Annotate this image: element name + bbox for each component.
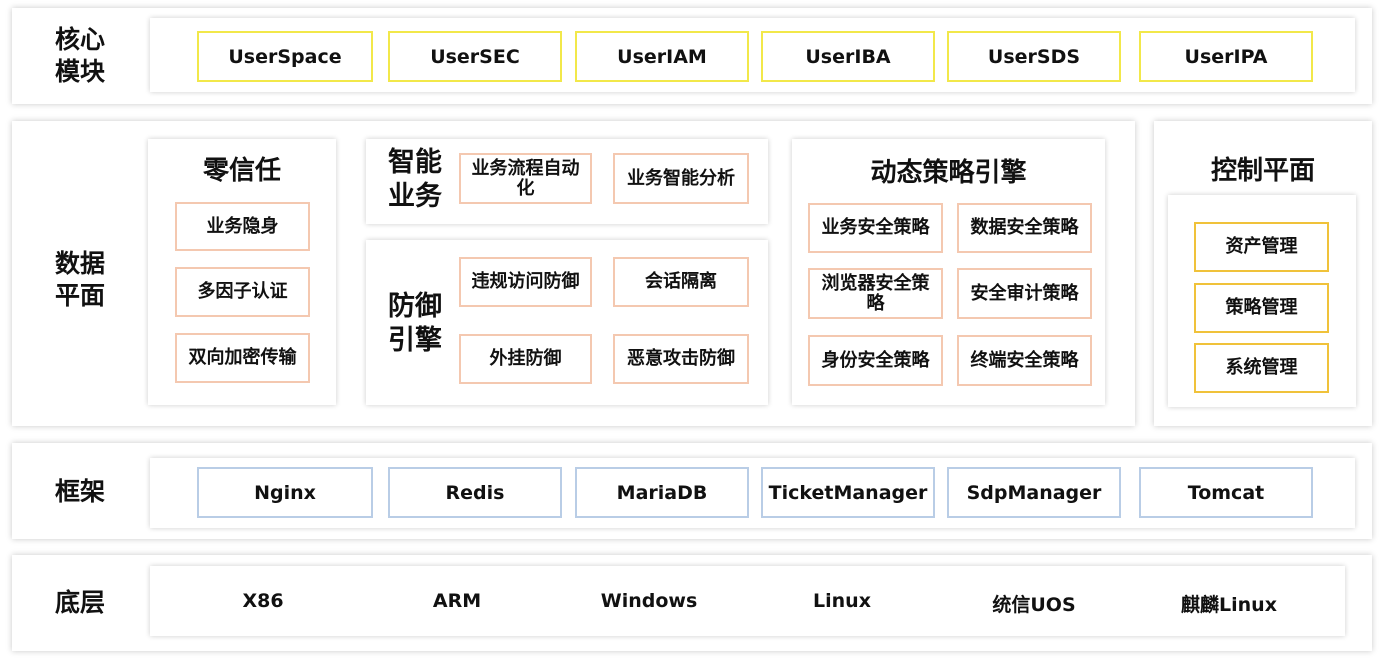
framework-sdpmanager: SdpManager: [947, 467, 1121, 518]
policy-item: 数据安全策略: [957, 203, 1092, 253]
defense-engine-item: 恶意攻击防御: [613, 334, 749, 384]
policy-item: 浏览器安全策 略: [808, 268, 943, 319]
policy-item: 安全审计策略: [957, 268, 1092, 319]
smart-business-item: 业务流程自动 化: [459, 153, 592, 204]
defense-engine-title: 防御 引擎: [388, 291, 442, 356]
platform-windows: Windows: [600, 590, 698, 612]
framework-ticketmanager: TicketManager: [761, 467, 935, 518]
zero-trust-item: 双向加密传输: [175, 333, 310, 383]
control-item-policy: 策略管理: [1194, 283, 1329, 333]
module-usersec: UserSEC: [388, 31, 562, 82]
policy-engine-title: 动态策略引擎: [870, 158, 1027, 188]
control-plane-title: 控制平面: [1210, 156, 1315, 186]
data-plane-label: 数据 平面: [54, 249, 105, 310]
module-usersds: UserSDS: [947, 31, 1121, 82]
platform-x86: X86: [242, 590, 284, 612]
zero-trust-title: 零信任: [202, 156, 281, 186]
platform-uos: 统信UOS: [992, 594, 1076, 616]
base-label: 底层: [54, 588, 105, 617]
control-item-asset: 资产管理: [1194, 222, 1329, 272]
policy-item: 终端安全策略: [957, 335, 1092, 386]
platform-kylin-linux: 麒麟Linux: [1181, 594, 1277, 616]
defense-engine-item: 会话隔离: [613, 257, 749, 307]
framework-tomcat: Tomcat: [1139, 467, 1313, 518]
defense-engine-item: 违规访问防御: [459, 257, 592, 307]
framework-redis: Redis: [388, 467, 562, 518]
platform-linux: Linux: [813, 590, 871, 612]
policy-item: 身份安全策略: [808, 335, 943, 386]
base-container: [150, 566, 1345, 636]
core-modules-label: 核心 模块: [54, 25, 105, 86]
smart-business-item: 业务智能分析: [613, 153, 749, 204]
defense-engine-item: 外挂防御: [459, 334, 592, 384]
platform-arm: ARM: [432, 590, 482, 612]
framework-nginx: Nginx: [197, 467, 373, 518]
module-useriam: UserIAM: [575, 31, 749, 82]
module-useriba: UserIBA: [761, 31, 935, 82]
control-item-system: 系统管理: [1194, 343, 1329, 393]
module-useripa: UserIPA: [1139, 31, 1313, 82]
framework-mariadb: MariaDB: [575, 467, 749, 518]
policy-item: 业务安全策略: [808, 203, 943, 253]
module-userspace: UserSpace: [197, 31, 373, 82]
smart-business-title: 智能 业务: [388, 147, 442, 212]
zero-trust-item: 业务隐身: [175, 202, 310, 251]
framework-label: 框架: [54, 477, 105, 506]
zero-trust-item: 多因子认证: [175, 267, 310, 317]
